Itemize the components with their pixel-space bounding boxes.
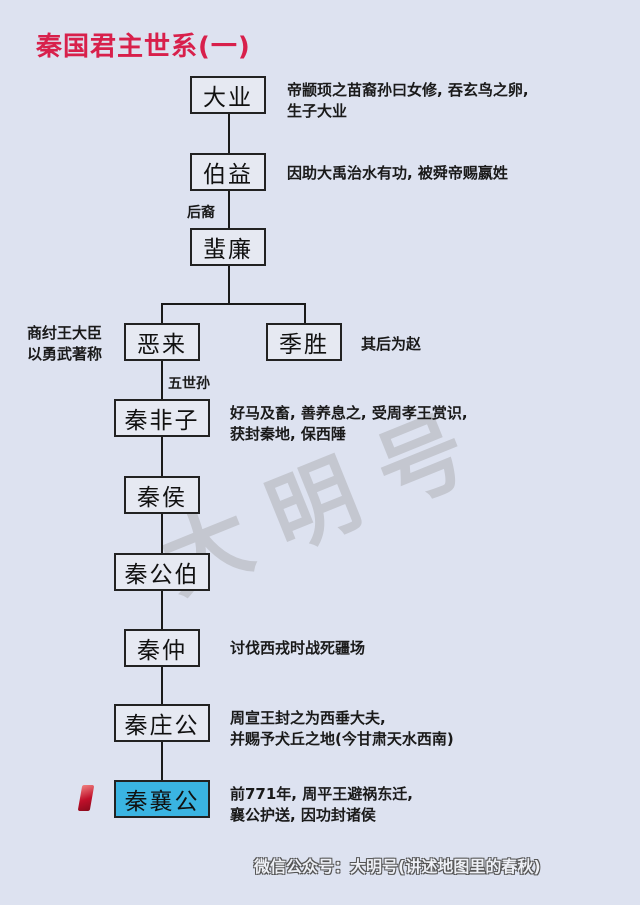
node-jisheng: 季胜 — [266, 323, 342, 361]
connector-daye-boyi — [228, 114, 230, 153]
note-boyi: 因助大禹治水有功, 被舜帝赐嬴姓 — [287, 164, 508, 182]
connector-branch-horizontal — [161, 303, 306, 305]
note-qinfeizi: 好马及畜, 善养息之, 受周孝王赏识, 获封秦地, 保西陲 — [230, 404, 468, 443]
node-qinzhong: 秦仲 — [124, 629, 200, 667]
connector-qingongbo-qinzhong — [161, 591, 163, 629]
connector-branch-jisheng — [304, 303, 306, 323]
seal-stamp-icon — [77, 785, 95, 811]
connector-qinhou-qingongbo — [161, 514, 163, 553]
note-daye: 帝颛顼之苗裔孙曰女修, 吞玄鸟之卵, 生子大业 — [287, 81, 529, 120]
connector-boyi-feilian — [228, 191, 230, 228]
node-qinhou: 秦侯 — [124, 476, 200, 514]
connector-qinfeizi-qinhou — [161, 437, 163, 476]
node-qinfeizi: 秦非子 — [114, 399, 210, 437]
edge-label-fifth-gen-grandson: 五世孙 — [168, 376, 210, 392]
connector-qinzhong-qinzhuanggong — [161, 667, 163, 704]
node-boyi: 伯益 — [190, 153, 266, 191]
note-elai: 商纣王大臣 以勇武著称 — [27, 324, 103, 363]
edge-label-descendant: 后裔 — [187, 205, 215, 221]
node-feilian: 蜚廉 — [190, 228, 266, 266]
footer-credit: 微信公众号：大明号(讲述地图里的春秋) — [254, 857, 541, 876]
node-qinzhuanggong: 秦庄公 — [114, 704, 210, 742]
node-qingongbo: 秦公伯 — [114, 553, 210, 591]
note-qinxianggong: 前771年, 周平王避祸东迁, 襄公护送, 因功封诸侯 — [230, 785, 413, 824]
connector-feilian-branch — [228, 266, 230, 304]
connector-elai-qinfeizi — [161, 361, 163, 399]
connector-branch-elai — [161, 303, 163, 323]
note-jisheng: 其后为赵 — [361, 335, 422, 353]
note-qinzhuanggong: 周宣王封之为西垂大夫, 并赐予犬丘之地(今甘肃天水西南) — [230, 709, 454, 748]
connector-qinzhuanggong-qinxianggong — [161, 742, 163, 780]
node-elai: 恶来 — [124, 323, 200, 361]
note-qinzhong: 讨伐西戎时战死疆场 — [230, 639, 366, 657]
node-qinxianggong: 秦襄公 — [114, 780, 210, 818]
page-title: 秦国君主世系(一) — [36, 32, 251, 62]
node-daye: 大业 — [190, 76, 266, 114]
